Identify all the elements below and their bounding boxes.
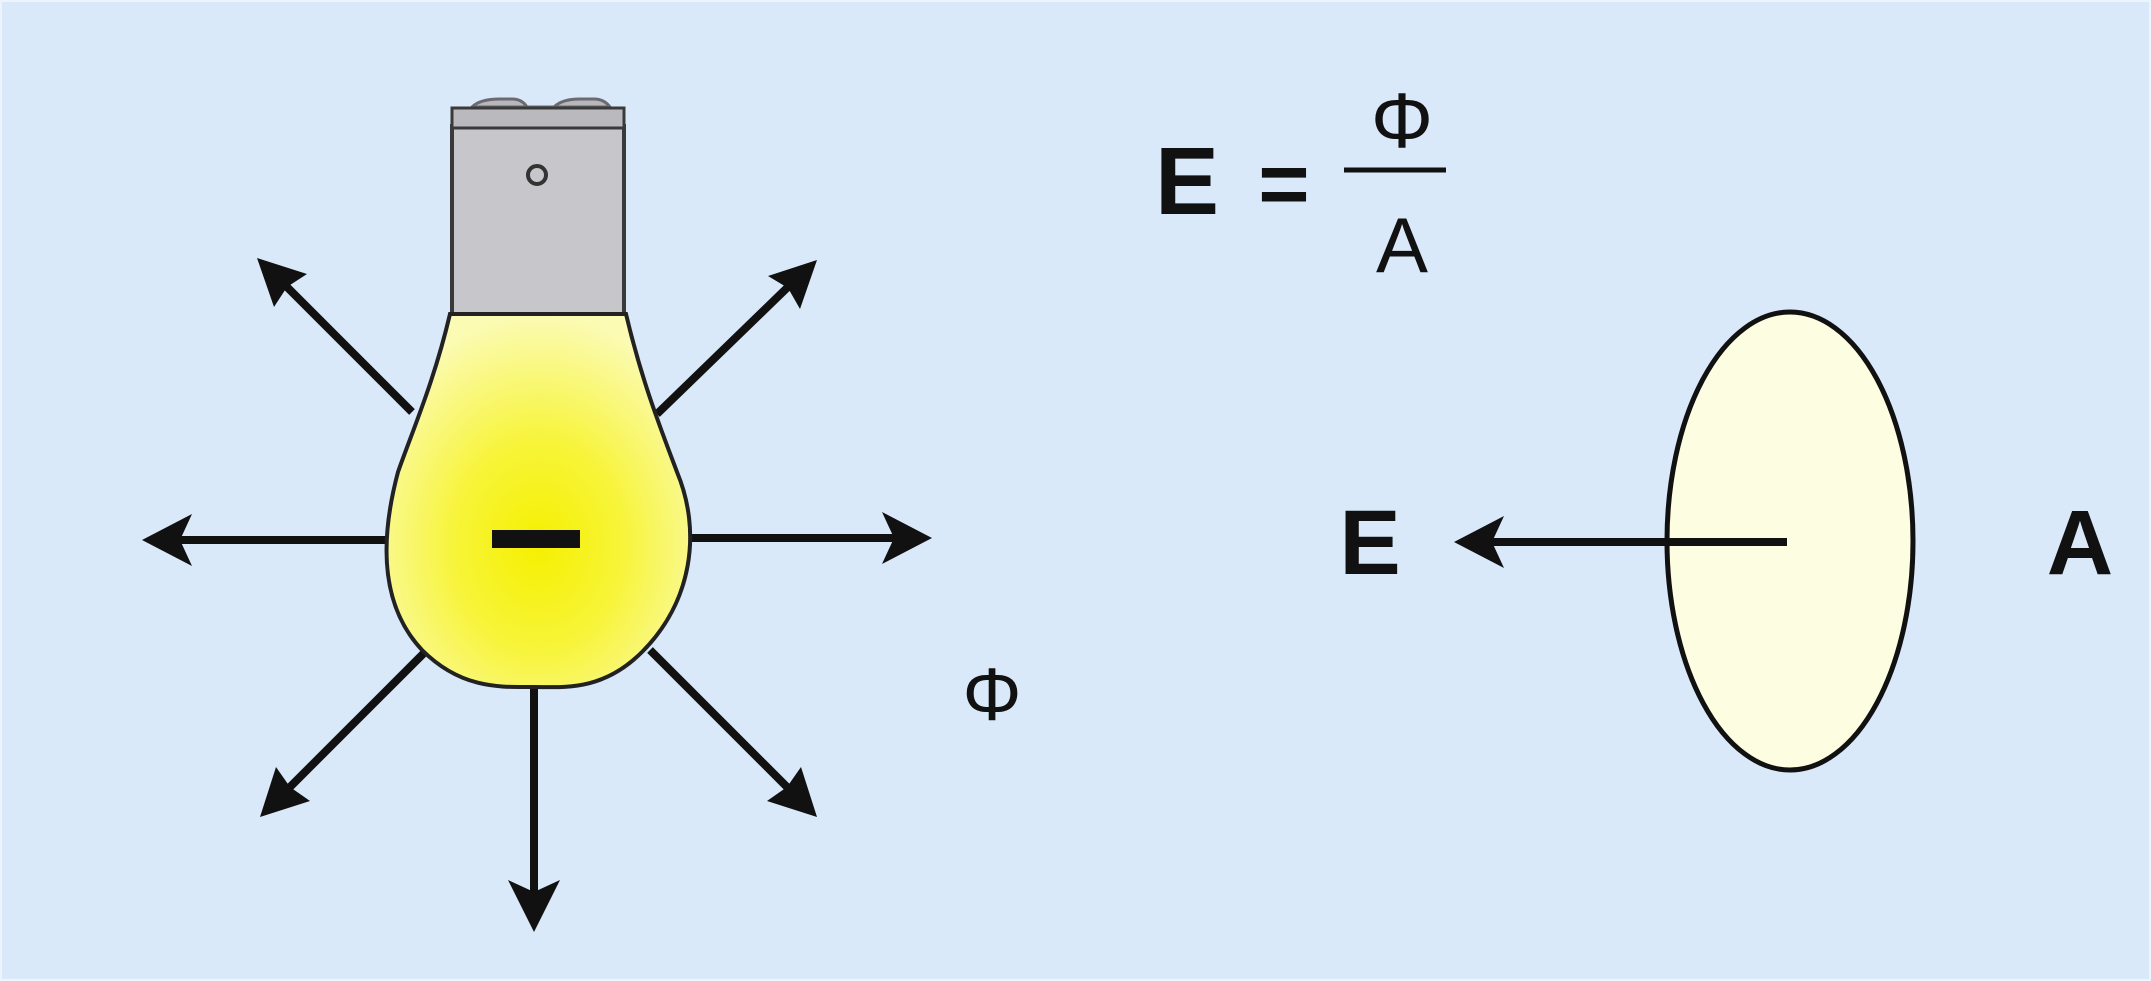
formula-lhs: E — [1155, 128, 1219, 235]
illuminance-formula: E = Φ A — [1155, 76, 1446, 289]
flux-arrow-down — [508, 687, 560, 932]
flux-arrow-down-left — [260, 647, 430, 817]
illuminance-arrow — [1454, 516, 1787, 568]
socket-pin — [526, 164, 548, 186]
flux-label: Φ — [962, 653, 1021, 736]
formula-numerator: Φ — [1371, 76, 1433, 164]
flux-arrow-right — [682, 512, 932, 564]
formula-equals: = — [1258, 134, 1309, 233]
socket-contacts — [468, 97, 614, 109]
light-bulb-icon — [384, 97, 693, 690]
flux-arrow-left — [142, 514, 392, 566]
illuminance-label: E — [1339, 492, 1400, 594]
flux-arrows — [142, 258, 932, 932]
flux-arrow-up-right — [654, 260, 817, 417]
bulb-socket — [450, 124, 626, 316]
formula-denominator: A — [1376, 201, 1428, 289]
area-label: A — [2047, 492, 2113, 594]
bulb-filament — [492, 530, 580, 548]
flux-arrow-up-left — [257, 258, 415, 415]
flux-arrow-down-right — [647, 647, 817, 817]
bulb-glass — [384, 312, 693, 690]
